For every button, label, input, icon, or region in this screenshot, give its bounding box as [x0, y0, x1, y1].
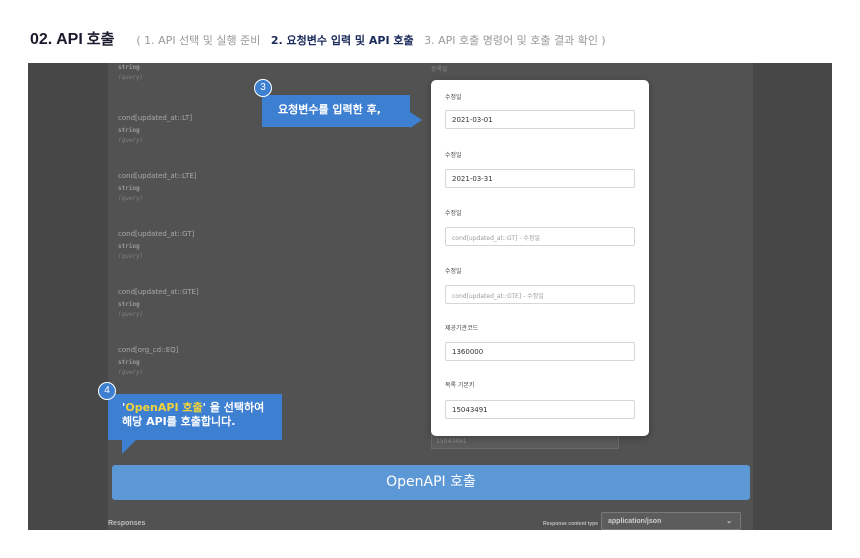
response-content-type-value: application/json — [608, 518, 662, 525]
param-type: string — [118, 243, 140, 250]
param-type: string — [118, 359, 140, 366]
param-name: cond[org_cd::EQ] — [118, 346, 179, 354]
param-name: cond[updated_at::LT] — [118, 114, 193, 122]
param-type: string — [118, 64, 140, 71]
org-code-input[interactable]: 1360000 — [445, 342, 635, 361]
field-label-updated-gt: 수정일 — [445, 210, 462, 217]
param-name: cond[updated_at::LTE] — [118, 172, 197, 180]
callout-4-text: 을 선택하여 — [206, 401, 265, 414]
field-label-updated-from: 수정일 — [445, 94, 462, 101]
chevron-down-icon: ⌄ — [726, 518, 732, 525]
callout-4-line1: 'OpenAPI 호출' 을 선택하여 — [122, 401, 282, 415]
callout-step-3: 요청변수를 입력한 후, — [262, 95, 410, 127]
section-title: 02. API — [30, 31, 83, 48]
response-content-type-select[interactable]: application/json ⌄ — [601, 512, 741, 530]
callout-step-4: 'OpenAPI 호출' 을 선택하여 해당 API를 호출합니다. — [108, 394, 282, 440]
step-2-current: 2. 요청변수 입력 및 API 호출 — [270, 34, 414, 47]
step-3: 3. API 호출 명령어 및 호출 결과 확인 ) — [424, 34, 606, 47]
param-location: (query) — [118, 369, 144, 376]
field-label-list-key: 목록 기본키 — [445, 382, 475, 389]
param-name: cond[updated_at::GTE] — [118, 288, 199, 296]
step-1: ( 1. API 선택 및 실행 준비 — [136, 34, 261, 47]
callout-4-pointer — [122, 440, 136, 454]
param-row: cond[updated_at::LTE] string (query) — [118, 172, 196, 202]
param-location: (query) — [118, 311, 144, 318]
openapi-call-button[interactable]: OpenAPI 호출 — [112, 465, 750, 500]
param-location: (query) — [118, 74, 144, 81]
callout-4-highlight: OpenAPI 호출 — [125, 401, 203, 414]
callout-4-quote-close: ' — [202, 401, 207, 414]
param-location: (query) — [118, 195, 144, 202]
param-location: (query) — [118, 137, 144, 144]
param-row: cond[updated_at::LT] string (query) — [118, 114, 192, 144]
param-type: string — [118, 127, 140, 134]
swagger-screenshot: string (query) cond[updated_at::LT] stri… — [28, 63, 832, 530]
updated-to-input[interactable]: 2021-03-31 — [445, 169, 635, 188]
param-row: cond[org_cd::EQ] string (query) — [118, 346, 178, 376]
param-top-partial: string (query) — [118, 63, 143, 81]
background-field-label: 등록일 — [431, 66, 448, 73]
param-row: cond[updated_at::GTE] string (query) — [118, 288, 199, 318]
callout-4-quote-open: ' — [122, 401, 126, 414]
callout-4-line2: 해당 API를 호출합니다. — [122, 415, 236, 428]
step-4-badge: 4 — [98, 382, 116, 400]
step-3-badge: 3 — [254, 79, 272, 97]
callout-3-pointer — [410, 112, 422, 128]
section-header: 02. API 호출 ( 1. API 선택 및 실행 준비 2. 요청변수 입… — [30, 28, 606, 49]
updated-from-input[interactable]: 2021-03-01 — [445, 110, 635, 129]
field-label-updated-to: 수정일 — [445, 152, 462, 159]
updated-gt-input[interactable]: cond[updated_at::GT] - 수정일 — [445, 227, 635, 246]
step-breadcrumb: ( 1. API 선택 및 실행 준비 2. 요청변수 입력 및 API 호출 … — [136, 32, 605, 48]
callout-3-text: 요청변수를 입력한 후, — [278, 103, 381, 116]
field-label-updated-gte: 수정일 — [445, 268, 462, 275]
param-name: cond[updated_at::GT] — [118, 230, 195, 238]
responses-heading: Responses — [108, 520, 146, 527]
param-location: (query) — [118, 253, 144, 260]
section-title-ko: 호출 — [86, 30, 115, 48]
param-row: cond[updated_at::GT] string (query) — [118, 230, 194, 260]
request-params-card: 수정일 2021-03-01 수정일 2021-03-31 수정일 cond[u… — [431, 80, 649, 436]
param-type: string — [118, 185, 140, 192]
updated-gte-input[interactable]: cond[updated_at::GTE] - 수정일 — [445, 285, 635, 304]
field-label-org-code: 제공기관코드 — [445, 325, 479, 332]
param-type: string — [118, 301, 140, 308]
list-key-input[interactable]: 15043491 — [445, 400, 635, 419]
response-content-type-label: Response content type — [543, 521, 599, 527]
